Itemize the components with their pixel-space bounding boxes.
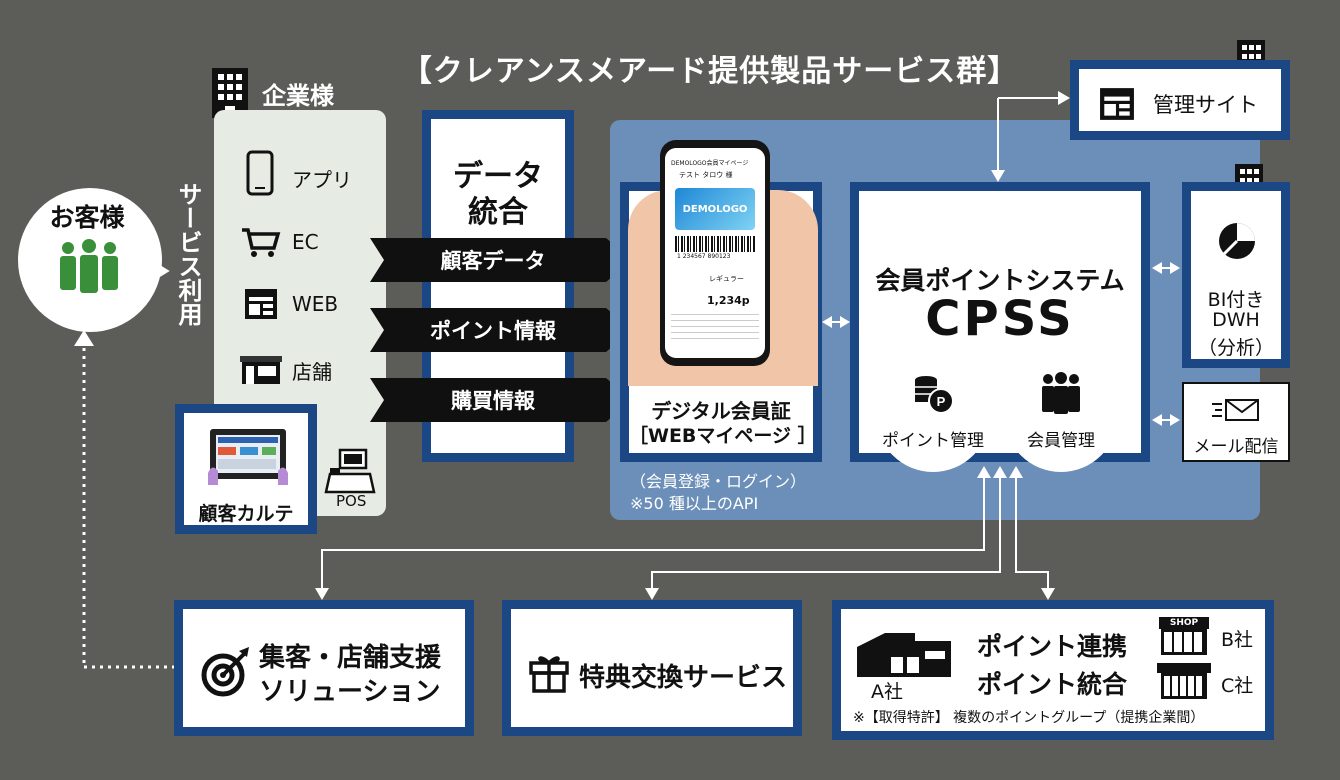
flow-point-info: ポイント情報	[370, 308, 632, 352]
mail-box: メール配信	[1182, 382, 1290, 462]
digital-card-line2: ［WEBマイページ ］	[629, 425, 817, 447]
coin-stack-icon: P	[915, 376, 954, 414]
store-c-body	[1161, 673, 1207, 699]
flow-label: ポイント情報	[430, 319, 556, 343]
bi-line2: DWH	[1212, 309, 1260, 331]
mail-label: メール配信	[1193, 437, 1279, 457]
customer-node: お客様	[18, 188, 162, 332]
enterprise-label: 企業様	[262, 82, 334, 110]
diagram-title: 【クレアンスメアード提供製品サービス群】	[401, 54, 1019, 89]
point-mgmt-label: ポイント管理	[882, 431, 984, 451]
solutions-box: 集客・店舗支援 ソリューション	[174, 600, 474, 736]
pos-label: POS	[336, 492, 367, 510]
target-icon	[201, 647, 249, 697]
mail-envelope-icon	[1212, 399, 1259, 421]
store-b-body	[1161, 629, 1207, 655]
point-link-line1: ポイント連携	[977, 632, 1128, 661]
web-window-icon	[245, 289, 277, 319]
benefit-label: 特典交換サービス	[579, 663, 788, 693]
bi-box: BI付き DWH （分析）	[1182, 182, 1290, 368]
members-icon	[1042, 372, 1080, 414]
flow-label: 顧客データ	[440, 249, 546, 273]
benefit-box: 特典交換サービス	[502, 600, 802, 736]
member-mgmt-label: 会員管理	[1027, 431, 1095, 451]
company-c-label: C社	[1221, 675, 1254, 697]
karte-label: 顧客カルテ	[198, 503, 294, 525]
flow-customer-data: 顧客データ	[370, 238, 632, 282]
point-link-box: A社 ポイント連携 ポイント統合 SHOP B社 C社 ※【取得特許】 複数のポ…	[832, 600, 1274, 740]
gift-icon	[529, 656, 569, 693]
svg-text:P: P	[937, 394, 946, 409]
service-use-label: サービス利用	[174, 182, 202, 326]
bi-line1: BI付き	[1207, 289, 1265, 311]
phone-header: DEMOLOGO会員マイページ	[671, 160, 749, 167]
channel-label-ec: EC	[292, 230, 319, 254]
data-integration-line1: データ	[453, 159, 543, 194]
digital-card-note1: （会員登録・ログイン）	[630, 472, 807, 491]
point-link-line2: ポイント統合	[977, 670, 1128, 699]
point-mgmt-circle: P ポイント管理	[876, 358, 990, 472]
digital-card-note2: ※50 種以上のAPI	[630, 494, 759, 513]
pos-register-icon	[324, 448, 376, 494]
phone-user: テスト タロウ 様	[679, 171, 733, 179]
people-group-icon	[60, 239, 118, 293]
phone-barcode	[675, 236, 755, 252]
pie-chart-icon	[1219, 223, 1255, 259]
phone-barcode-number: 1 234567 890123	[677, 253, 731, 260]
phone-screen: DEMOLOGO会員マイページ テスト タロウ 様 DEMOLOGO 1 234…	[665, 148, 765, 358]
company-a-label: A社	[871, 681, 903, 703]
customer-label: お客様	[49, 203, 125, 232]
flow-purchase-info: 購買情報	[370, 378, 632, 422]
karte-box: 顧客カルテ	[175, 404, 317, 534]
phone-points: 1,234p	[707, 294, 750, 307]
solutions-line2: ソリューション	[259, 677, 441, 707]
solutions-line1: 集客・店舗支援	[259, 643, 442, 673]
admin-site-box: 管理サイト	[1070, 60, 1290, 140]
phone-rank: レギュラー	[709, 275, 744, 283]
flow-label: 購買情報	[451, 389, 535, 413]
cart-icon	[242, 228, 281, 257]
channel-label-store: 店舗	[292, 360, 332, 384]
bi-line3: （分析）	[1197, 337, 1274, 359]
cpss-line1: 会員ポイントシステム	[875, 266, 1125, 295]
customer-arrow	[144, 257, 170, 285]
admin-site-label: 管理サイト	[1153, 93, 1258, 117]
store-c-icon	[1157, 663, 1211, 699]
channel-label-web: WEB	[292, 292, 339, 316]
channel-label-app: アプリ	[292, 168, 352, 192]
cpss-line2: CPSS	[925, 291, 1075, 347]
data-integration-line2: 統合	[468, 195, 528, 230]
store-b-icon: SHOP	[1159, 617, 1209, 655]
admin-window-icon	[1100, 88, 1134, 120]
phone-card: DEMOLOGO	[675, 188, 755, 230]
patent-note: ※【取得特許】 複数のポイントグループ（提携企業間）	[853, 710, 1205, 726]
phone-card-logo: DEMOLOGO	[682, 203, 748, 215]
smartphone-icon	[246, 150, 274, 196]
phone-lines	[671, 314, 759, 340]
store-c-roof	[1157, 663, 1211, 673]
tablet-icon	[208, 429, 288, 485]
company-b-label: B社	[1221, 629, 1254, 651]
store-icon	[240, 356, 282, 384]
smartphone-mockup: DEMOLOGO会員マイページ テスト タロウ 様 DEMOLOGO 1 234…	[660, 140, 770, 366]
store-a-icon	[857, 633, 951, 677]
shop-sign-text: SHOP	[1169, 618, 1199, 628]
member-mgmt-circle: 会員管理	[1004, 358, 1118, 472]
shop-sign: SHOP	[1159, 617, 1209, 629]
digital-card-line1: デジタル会員証	[651, 399, 791, 423]
